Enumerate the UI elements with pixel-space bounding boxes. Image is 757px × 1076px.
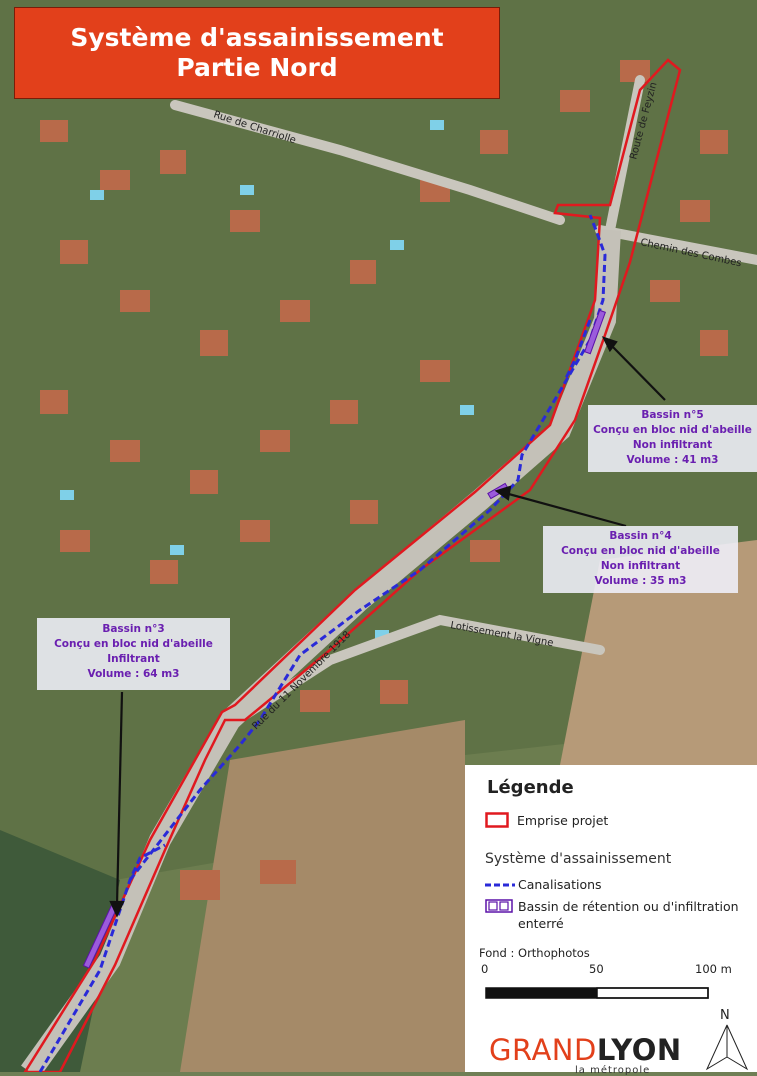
map-title-line2: Partie Nord [176, 53, 338, 82]
farm-field-east [560, 540, 757, 765]
legend-title: Légende [487, 777, 574, 798]
north-arrow-icon [705, 1024, 749, 1071]
scale-bar [485, 987, 709, 999]
legend-bassin-label-line2: enterré [518, 916, 564, 931]
scale-label-0: 0 [481, 962, 489, 976]
north-label: N [720, 1008, 730, 1023]
farm-field [180, 720, 465, 1072]
bassin-5-marker[interactable] [584, 309, 606, 355]
legend-bassin-label-line1: Bassin de rétention ou d'infiltration [518, 899, 739, 914]
callout-bassin-4-type: Conçu en bloc nid d'abeille [561, 545, 720, 557]
callout-bassin-3[interactable]: Bassin n°3 Conçu en bloc nid d'abeille I… [37, 618, 230, 690]
callout-bassin-3-title: Bassin n°3 [102, 623, 165, 635]
grandlyon-logo: GRANDLYON [489, 1033, 682, 1067]
callout-bassin-4-infiltration: Non infiltrant [600, 560, 681, 572]
callout-bassin-5-infiltration: Non infiltrant [632, 439, 713, 451]
scale-label-50: 50 [589, 962, 604, 976]
callout-bassin-3-volume: Volume : 64 m3 [87, 668, 180, 680]
legend-canalisations-label: Canalisations [518, 877, 602, 892]
callout-bassin-5-type: Conçu en bloc nid d'abeille [593, 424, 752, 436]
buildings [40, 60, 728, 900]
logo-grand-text: GRAND [489, 1033, 597, 1067]
legend-emprise-label: Emprise projet [517, 813, 609, 828]
logo-lyon-text: LYON [596, 1033, 682, 1067]
canalisation-swatch-icon [485, 883, 515, 887]
callout-bassin-4-volume: Volume : 35 m3 [594, 575, 687, 587]
bassin-swatch-icon [485, 899, 513, 913]
callout-bassin-4[interactable]: Bassin n°4 Conçu en bloc nid d'abeille N… [543, 526, 738, 593]
callout-bassin-3-infiltration: Infiltrant [107, 653, 160, 665]
map-title-line1: Système d'assainissement [70, 23, 444, 52]
emprise-swatch-icon [485, 812, 509, 828]
map-title: Système d'assainissement Partie Nord [14, 7, 500, 99]
callout-bassin-5-volume: Volume : 41 m3 [626, 454, 719, 466]
legend-subhead: Système d'assainissement [485, 851, 672, 867]
main-road [21, 229, 621, 1072]
callout-bassin-5-title: Bassin n°5 [641, 409, 704, 421]
callout-arrows [109, 336, 666, 918]
callout-bassin-5[interactable]: Bassin n°5 Conçu en bloc nid d'abeille N… [588, 405, 757, 472]
roads [170, 75, 757, 720]
callout-bassin-3-type: Conçu en bloc nid d'abeille [54, 638, 213, 650]
logo-subtitle: la métropole [575, 1065, 651, 1076]
callout-bassin-4-title: Bassin n°4 [609, 530, 672, 542]
project-emprise-outline[interactable] [23, 58, 682, 1072]
map-legend: Légende Emprise projet Système d'assaini… [465, 765, 757, 1076]
swimming-pools [60, 120, 474, 640]
legend-fond-label: Fond : Orthophotos [479, 946, 590, 960]
scale-label-100: 100 m [695, 962, 732, 976]
